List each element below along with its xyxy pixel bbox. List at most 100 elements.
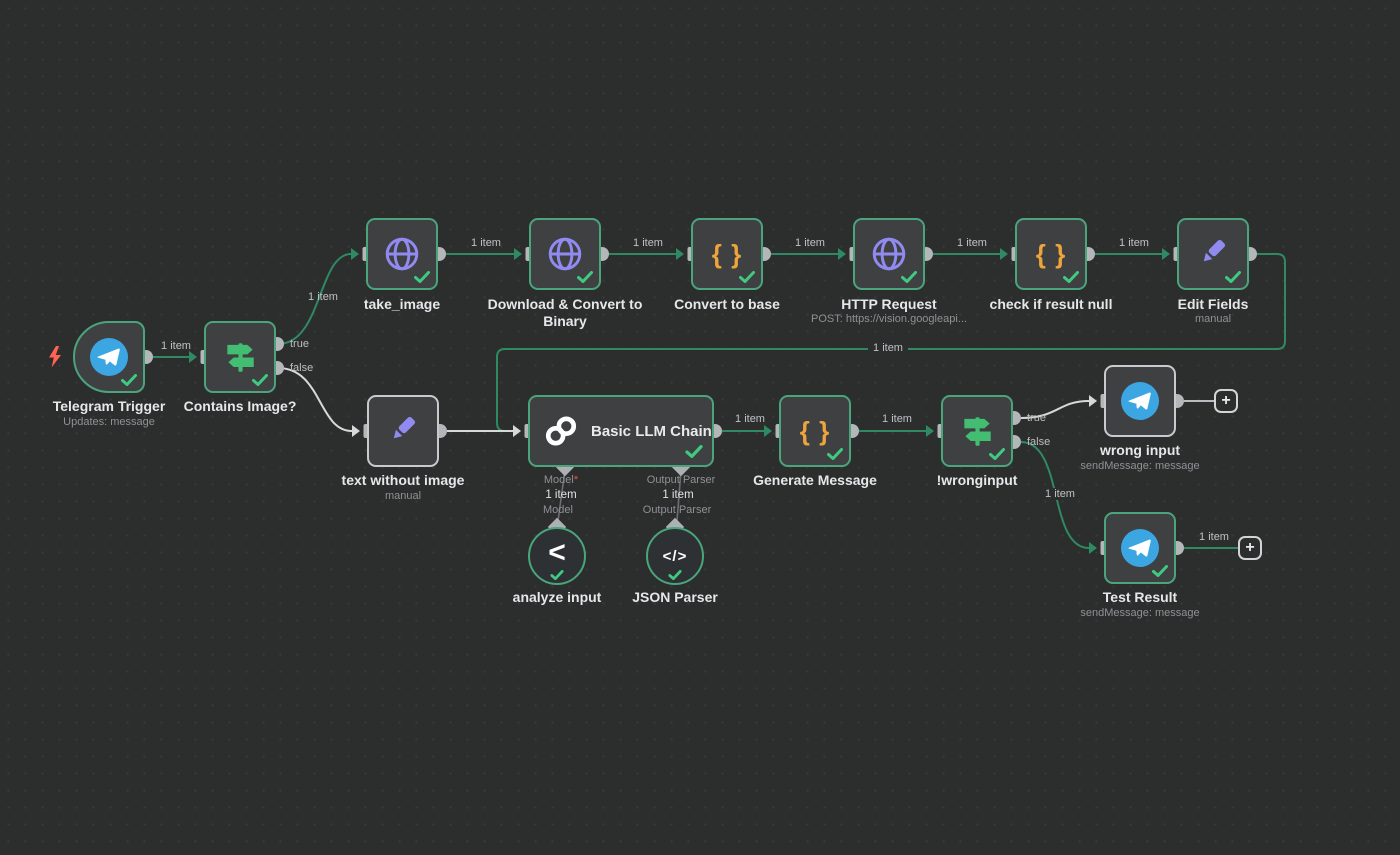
node-download-convert-binary[interactable] (529, 218, 601, 290)
connector-label-output-parser: Output Parser (646, 474, 716, 486)
node-label: Test Result (1102, 589, 1178, 605)
lightning-icon (49, 346, 61, 368)
node-label: text without image (341, 472, 465, 488)
model-provider-icon: < (548, 536, 566, 569)
node-generate-message[interactable]: { } (779, 395, 851, 467)
node-subtitle: manual (384, 490, 422, 502)
edge-item-count: 1 item (882, 413, 912, 425)
success-check-icon (577, 271, 593, 283)
success-check-icon (1225, 271, 1241, 283)
success-check-icon (1152, 565, 1168, 577)
node-analyze-input[interactable]: < (528, 527, 586, 585)
node-label: Convert to base (674, 296, 780, 312)
edge-item-count: 1 item (308, 291, 338, 303)
chain-icon (544, 414, 578, 448)
edge-item-count: 1 item (735, 413, 765, 425)
node-label: take_image (363, 296, 441, 312)
switch-icon (206, 323, 274, 391)
success-check-icon (1063, 271, 1079, 283)
node-basic-llm-chain[interactable]: Basic LLM Chain (528, 395, 714, 467)
success-check-icon (827, 448, 843, 460)
edge-checknull-to-editfields (1095, 248, 1170, 260)
edge-download-to-convert (609, 248, 684, 260)
edge-item-count: 1 item (161, 340, 191, 352)
node-contains-image[interactable] (204, 321, 276, 393)
edge-generate-to-wronginput (859, 425, 934, 437)
edge-wronginput-true-to-wronginput-node (1020, 395, 1097, 419)
connector-label-model: Model* (544, 474, 578, 486)
node-wrong-input[interactable] (1104, 365, 1176, 437)
node-label: JSON Parser (632, 589, 718, 605)
success-check-icon (901, 271, 917, 283)
node-label: Edit Fields (1177, 296, 1249, 312)
braces-icon: { } (711, 238, 743, 269)
edge-item-count: 1 item (1119, 237, 1149, 249)
edge-contains-false-to-textwithoutimage (277, 367, 360, 437)
node-subtitle: sendMessage: message (1080, 607, 1200, 619)
success-check-icon (668, 570, 682, 580)
switch-icon (943, 397, 1011, 465)
node-check-if-result-null[interactable]: { } (1015, 218, 1087, 290)
model-text: Model (543, 474, 574, 486)
node-subtitle: Updates: message (63, 416, 155, 428)
node-take-image[interactable] (366, 218, 438, 290)
node-wronginput-switch[interactable] (941, 395, 1013, 467)
edge-llm-to-outputparser (676, 469, 682, 522)
edge-trigger-to-contains (153, 351, 197, 363)
node-http-request[interactable] (853, 218, 925, 290)
output-label-true: true (290, 338, 309, 350)
edge-llm-to-model (557, 469, 566, 522)
node-label: Contains Image? (183, 398, 297, 414)
connector-item-count: 1 item (545, 489, 577, 501)
telegram-icon (1106, 367, 1174, 435)
node-label: !wronginput (936, 472, 1018, 488)
node-json-parser[interactable]: </> (646, 527, 704, 585)
node-telegram-trigger[interactable] (73, 321, 145, 393)
edge-item-count: 1 item (868, 342, 908, 354)
edge-item-count: 1 item (957, 237, 987, 249)
edge-item-count: 1 item (471, 237, 501, 249)
node-label: analyze input (512, 589, 602, 605)
node-label: Download & Convert to Binary (487, 296, 643, 329)
connector-sublabel-model: Model (543, 504, 573, 516)
node-text-without-image[interactable] (367, 395, 439, 467)
edge-item-count: 1 item (1199, 531, 1229, 543)
add-node-button[interactable]: + (1214, 389, 1238, 413)
edge-item-count: 1 item (1040, 488, 1080, 500)
braces-icon: { } (1035, 238, 1067, 269)
success-check-icon (685, 445, 703, 458)
edge-takeimage-to-download (446, 248, 522, 260)
globe-icon (368, 220, 436, 288)
node-subtitle: sendMessage: message (1080, 460, 1200, 472)
success-check-icon (414, 271, 430, 283)
globe-icon (855, 220, 923, 288)
code-icon: </> (662, 547, 688, 565)
telegram-icon (1106, 514, 1174, 582)
success-check-icon (121, 374, 137, 386)
success-check-icon (550, 570, 564, 580)
pencil-icon (369, 397, 437, 465)
edge-http-to-checknull (933, 248, 1008, 260)
output-label-false: false (290, 362, 314, 374)
success-check-icon (989, 448, 1005, 460)
braces-icon: { } (799, 415, 831, 446)
connector-sublabel-output-parser: Output Parser (642, 504, 712, 516)
pencil-icon (1179, 220, 1247, 288)
success-check-icon (252, 374, 268, 386)
required-asterisk: * (573, 474, 579, 486)
edge-item-count: 1 item (633, 237, 663, 249)
node-subtitle: manual (1194, 313, 1232, 325)
node-edit-fields[interactable] (1177, 218, 1249, 290)
node-convert-to-base[interactable]: { } (691, 218, 763, 290)
node-label: HTTP Request (841, 296, 937, 312)
node-label: check if result null (989, 296, 1113, 312)
add-node-button[interactable]: + (1238, 536, 1262, 560)
globe-icon (531, 220, 599, 288)
telegram-icon (75, 323, 143, 391)
output-label-true: true (1027, 412, 1046, 424)
connector-item-count: 1 item (662, 489, 694, 501)
node-label: Telegram Trigger (52, 398, 166, 414)
node-test-result[interactable] (1104, 512, 1176, 584)
node-label: Generate Message (753, 472, 877, 488)
